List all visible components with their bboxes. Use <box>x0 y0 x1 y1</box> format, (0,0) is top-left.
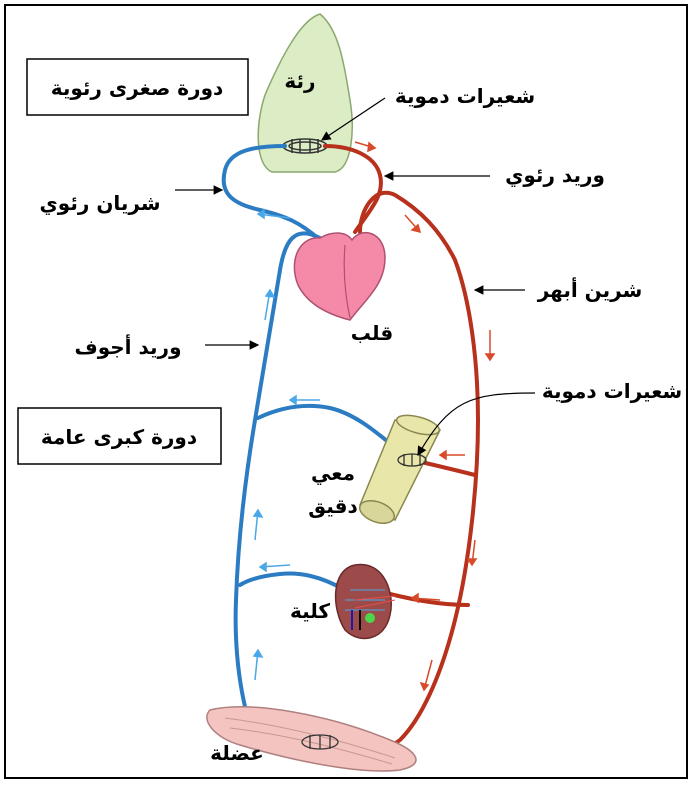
systemic-capillaries-label: شعيرات دموية <box>542 379 682 403</box>
kidney-label: كلية <box>290 599 330 623</box>
vena-cava-label: وريد أجوف <box>74 333 181 359</box>
muscle-label: عضلة <box>210 741 264 765</box>
heart-shape <box>294 233 385 320</box>
pulmonary-circulation-label: دورة صغرى رئوية <box>51 76 224 100</box>
kidney-shape <box>336 565 395 639</box>
small-intestine-label-2: دقيق <box>308 494 358 518</box>
small-intestine-label-1: معي <box>311 461 355 486</box>
heart-label: قلب <box>351 321 393 345</box>
deoxygenated-vessels <box>224 146 410 743</box>
lung-label: رئة <box>284 69 315 93</box>
systemic-circulation-label: دورة كبرى عامة <box>41 425 197 449</box>
pulmonary-artery-label: شريان رئوي <box>39 191 160 216</box>
pulmonary-vein-label: وريد رئوي <box>505 163 605 188</box>
pulmonary-capillaries-label: شعيرات دموية <box>395 84 535 108</box>
aorta-label: شرين أبهر <box>537 276 643 302</box>
